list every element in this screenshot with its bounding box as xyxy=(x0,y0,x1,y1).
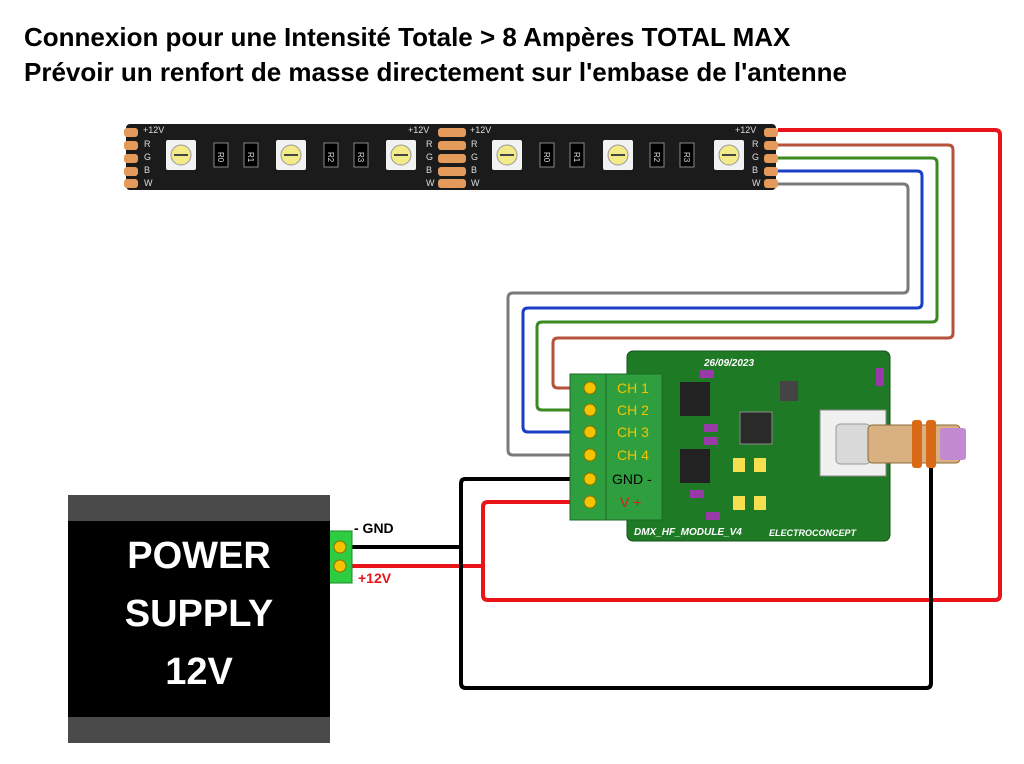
strip-letter-r-2: R xyxy=(426,139,433,149)
psu-top-band xyxy=(68,495,330,521)
resistor-label: R2 xyxy=(652,152,661,163)
terminal-block: CH 1 CH 2 CH 3 CH 4 GND - V + xyxy=(569,373,663,521)
led-chip xyxy=(603,140,633,170)
led-strip: +12V +12V +12V +12V R G B W R G B W R G … xyxy=(124,124,778,190)
resistor-label: R2 xyxy=(326,152,335,163)
chip-ic xyxy=(680,449,710,483)
strip-resistors: R0 R1 R2 R3 R0 R1 R2 R3 xyxy=(213,142,695,168)
led-chip xyxy=(714,140,744,170)
psu-label: POWER SUPPLY 12V xyxy=(68,527,330,701)
psu-terminal xyxy=(327,530,353,584)
strip-voltage-label-4: +12V xyxy=(735,125,756,135)
resistor-label: R0 xyxy=(216,152,225,163)
chip-mcu xyxy=(739,411,773,445)
strip-letter-g-4: G xyxy=(752,152,759,162)
terminal-label-gnd: GND - xyxy=(612,471,652,487)
strip-letter-b-3: B xyxy=(471,165,477,175)
wire-blue xyxy=(521,169,924,434)
strip-voltage-label-3: +12V xyxy=(470,125,491,135)
terminal-label-ch4: CH 4 xyxy=(617,447,649,463)
strip-letter-w-2: W xyxy=(426,178,435,188)
antenna-tip xyxy=(940,428,966,460)
terminal-screw-ch3 xyxy=(583,425,597,439)
capacitors xyxy=(733,458,766,510)
wire-red xyxy=(481,128,1002,602)
psu-screw-gnd xyxy=(333,540,347,554)
chip-crystal xyxy=(780,381,798,401)
psu-gnd-label: - GND xyxy=(354,520,394,536)
wire-green xyxy=(535,156,939,412)
strip-letter-b: B xyxy=(144,165,150,175)
psu-line-2: SUPPLY xyxy=(124,593,274,635)
resistor-label: R1 xyxy=(572,152,581,163)
antenna-socket-inner xyxy=(835,423,871,465)
terminal-screw-v xyxy=(583,495,597,509)
terminal-screw-ch4 xyxy=(583,448,597,462)
strip-letter-r-4: R xyxy=(752,139,759,149)
resistor-label: R3 xyxy=(356,152,365,163)
terminal-label-ch2: CH 2 xyxy=(617,402,649,418)
terminal-screw-gnd xyxy=(583,472,597,486)
resistor-label: R3 xyxy=(682,152,691,163)
led-chip xyxy=(276,140,306,170)
psu-bottom-band xyxy=(68,717,330,743)
strip-voltage-label-1: +12V xyxy=(143,125,164,135)
terminal-label-ch1: CH 1 xyxy=(617,380,649,396)
strip-voltage-label-2: +12V xyxy=(408,125,429,135)
strip-letter-r-3: R xyxy=(471,139,478,149)
module-name: DMX_HF_MODULE_V4 xyxy=(634,527,742,538)
module-brand: ELECTROCONCEPT xyxy=(769,528,858,538)
terminal-label-ch3: CH 3 xyxy=(617,424,649,440)
strip-letter-r: R xyxy=(144,139,151,149)
strip-letter-w-4: W xyxy=(752,178,761,188)
terminal-screw-ch1 xyxy=(583,381,597,395)
led-chip xyxy=(166,140,196,170)
antenna-nut xyxy=(912,420,922,468)
module-date: 26/09/2023 xyxy=(703,358,754,369)
resistor-label: R0 xyxy=(542,152,551,163)
led-chip xyxy=(386,140,416,170)
title-line-2: Prévoir un renfort de masse directement … xyxy=(24,57,847,87)
terminal-body xyxy=(605,373,663,521)
strip-pads-right xyxy=(764,128,778,188)
strip-letter-g-2: G xyxy=(426,152,433,162)
psu-screw-v xyxy=(333,559,347,573)
strip-letter-b-4: B xyxy=(752,165,758,175)
strip-wires xyxy=(481,128,1002,602)
strip-letter-w-3: W xyxy=(471,178,480,188)
led-chip xyxy=(492,140,522,170)
strip-pads-left xyxy=(124,128,138,188)
led-chips xyxy=(166,140,744,170)
terminal-screws xyxy=(569,373,607,521)
strip-pads-middle xyxy=(438,128,466,188)
wire-brown xyxy=(551,143,955,390)
wire-ground-reinforcement xyxy=(459,445,933,690)
psu-line-1: POWER xyxy=(127,535,271,577)
psu-connector xyxy=(327,530,353,584)
terminal-label-v: V + xyxy=(620,494,641,510)
chip-ic xyxy=(680,382,710,416)
power-supply: POWER SUPPLY 12V xyxy=(68,495,330,743)
title-line-1: Connexion pour une Intensité Totale > 8 … xyxy=(24,22,791,52)
psu-line-3: 12V xyxy=(165,651,233,693)
terminal-screw-ch2 xyxy=(583,403,597,417)
diodes xyxy=(690,368,884,520)
strip-letter-g: G xyxy=(144,152,151,162)
wire-gray xyxy=(506,182,910,457)
strip-letter-w: W xyxy=(144,178,153,188)
psu-v-label: +12V xyxy=(358,570,392,586)
strip-letter-b-2: B xyxy=(426,165,432,175)
dmx-module: 26/09/2023 DMX_HF_MODULE_V4 ELECTROCONCE… xyxy=(626,350,966,542)
strip-letter-g-3: G xyxy=(471,152,478,162)
antenna-nut xyxy=(926,420,936,468)
resistor-label: R1 xyxy=(246,152,255,163)
